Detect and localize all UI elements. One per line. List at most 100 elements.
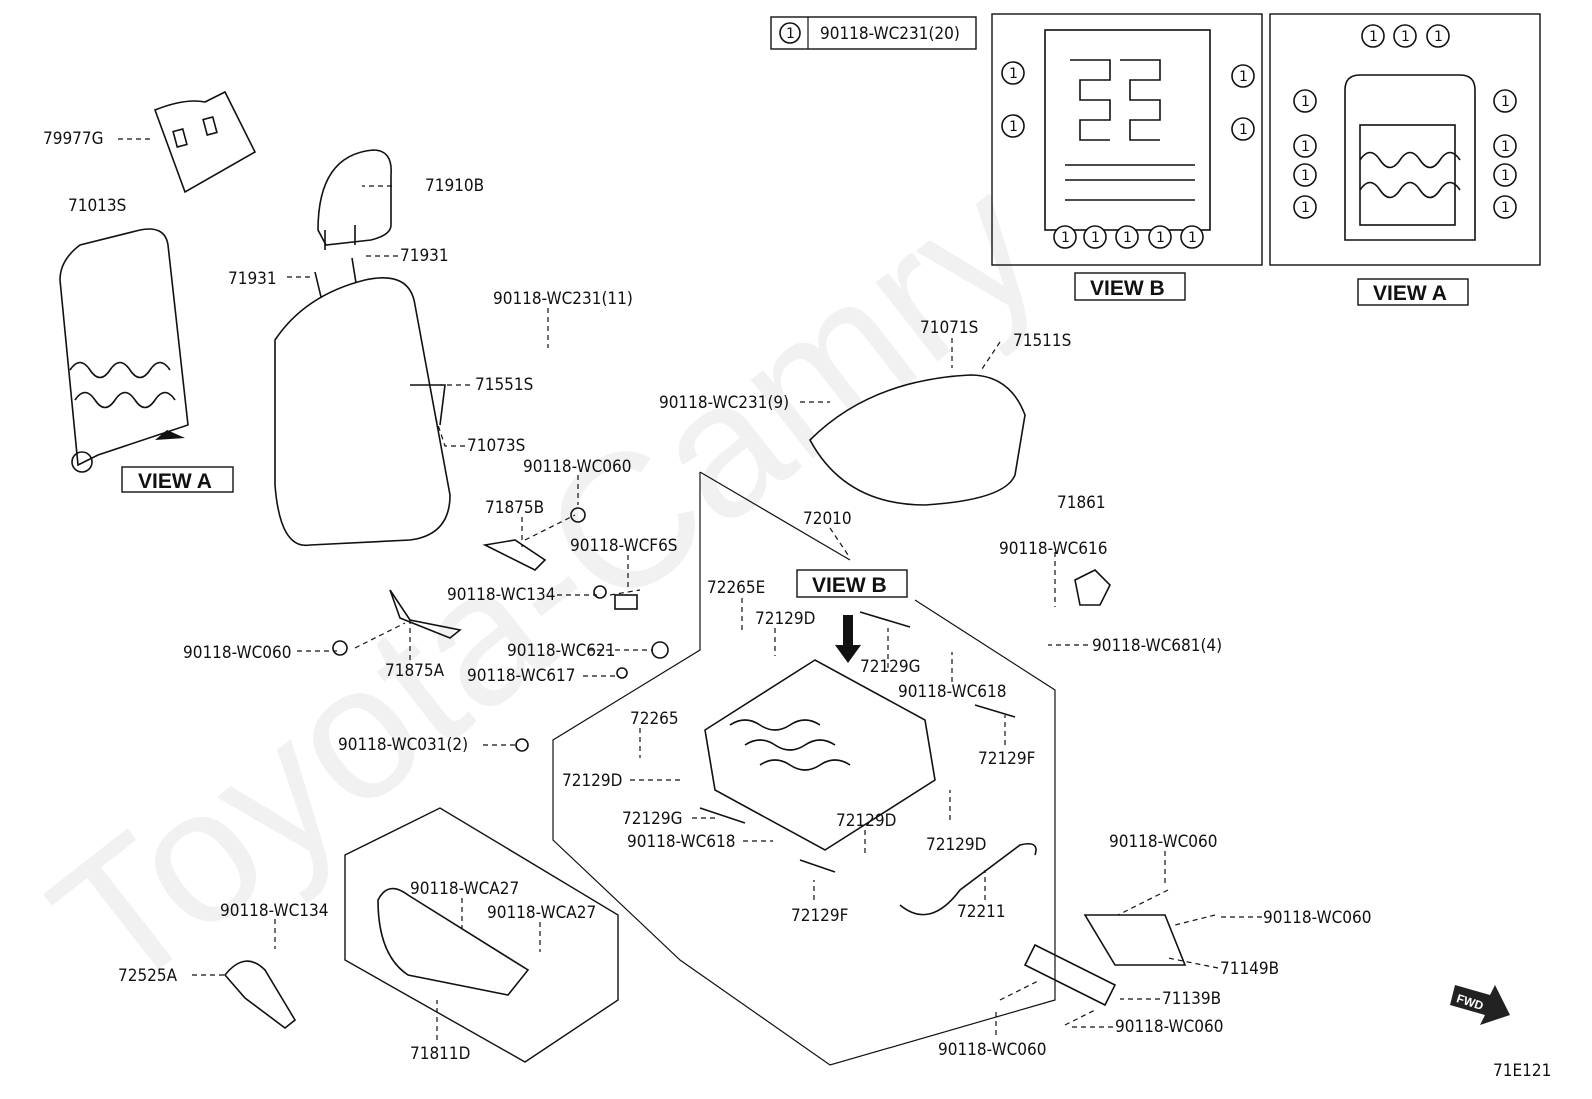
marker-circle-icon	[1493, 163, 1517, 187]
label-71875A[interactable]: 71875A	[385, 661, 445, 681]
seatback-pad-79977G	[153, 90, 257, 194]
label-90118-WC231-11[interactable]: 90118-WC231(11)	[493, 289, 633, 309]
rod-72211	[899, 842, 1037, 916]
marker-label: 1	[1301, 94, 1310, 110]
marker-circle-icon	[1053, 225, 1077, 249]
lever-71875A	[389, 589, 462, 639]
label-71875B[interactable]: 71875B	[485, 498, 544, 518]
label-71073S[interactable]: 71073S	[467, 436, 525, 456]
marker-label: 1	[1239, 122, 1248, 138]
label-90118-WC681-4[interactable]: 90118-WC681(4)	[1092, 636, 1222, 656]
seat-cushion-cover-71071S	[809, 374, 1026, 506]
label-72129D[interactable]: 72129D	[562, 771, 622, 791]
marker-label: 1	[1434, 29, 1443, 45]
fwd-arrow: FWD	[1450, 985, 1510, 1025]
label-72129D[interactable]: 72129D	[836, 811, 896, 831]
label-90118-WC060[interactable]: 90118-WC060	[1263, 908, 1371, 928]
marker-circle-icon	[1393, 24, 1417, 48]
legend: 1 90118-WC231(20)	[770, 16, 977, 50]
label-72525A[interactable]: 72525A	[118, 966, 178, 986]
label-90118-WCA27[interactable]: 90118-WCA27	[487, 903, 596, 923]
seatback-frame-71013S	[59, 228, 189, 467]
part-drawings: VIEW A VIEW B FWD	[59, 90, 1510, 1066]
label-72265E[interactable]: 72265E	[707, 578, 765, 598]
label-90118-WCF6S[interactable]: 90118-WCF6S	[570, 536, 678, 556]
marker-label: 1	[1239, 69, 1248, 85]
label-71811D[interactable]: 71811D	[410, 1044, 470, 1064]
label-71139B[interactable]: 71139B	[1162, 989, 1221, 1009]
marker-label: 1	[1188, 230, 1197, 246]
label-79977G[interactable]: 79977G	[43, 129, 104, 149]
marker-label: 1	[1123, 230, 1132, 246]
label-72010[interactable]: 72010	[803, 509, 852, 529]
marker-circle-icon	[1426, 24, 1450, 48]
label-71551S[interactable]: 71551S	[475, 375, 533, 395]
label-71931[interactable]: 71931	[400, 246, 449, 266]
label-90118-WC134[interactable]: 90118-WC134	[447, 585, 555, 605]
label-71013S[interactable]: 71013S	[68, 196, 126, 216]
assembly-71811D-outline	[344, 807, 619, 1063]
label-90118-WC616[interactable]: 90118-WC616	[999, 539, 1107, 559]
bracket-71861	[1074, 569, 1111, 606]
label-90118-WC060[interactable]: 90118-WC060	[183, 643, 291, 663]
diagram-code: 71E121	[1493, 1061, 1551, 1081]
sheet-71875B	[482, 539, 547, 571]
legend-marker: 1	[786, 26, 795, 42]
marker-label: 1	[1401, 29, 1410, 45]
view-a-arrow	[155, 430, 185, 440]
seat-frame-72010	[704, 659, 936, 851]
label-72211[interactable]: 72211	[957, 902, 1006, 922]
label-71931[interactable]: 71931	[228, 269, 277, 289]
seatback-cover-71551S	[274, 276, 451, 547]
label-90118-WC617[interactable]: 90118-WC617	[467, 666, 575, 686]
marker-circle-icon	[1493, 195, 1517, 219]
marker-label: 1	[1369, 29, 1378, 45]
label-90118-WC060[interactable]: 90118-WC060	[523, 457, 631, 477]
view-b-caption: VIEW B	[1090, 277, 1165, 300]
view-a-caption: VIEW A	[1373, 282, 1447, 305]
legend-part-number: 90118-WC231(20)	[820, 24, 960, 44]
label-72129F[interactable]: 72129F	[791, 906, 848, 926]
label-90118-WC134[interactable]: 90118-WC134	[220, 901, 328, 921]
marker-label: 1	[1501, 94, 1510, 110]
label-90118-WC618[interactable]: 90118-WC618	[627, 832, 735, 852]
view-a-label: VIEW A	[138, 470, 212, 493]
marker-circle-icon	[1148, 225, 1172, 249]
view-b-label: VIEW B	[812, 574, 887, 597]
label-72129D[interactable]: 72129D	[755, 609, 815, 629]
marker-label: 1	[1091, 230, 1100, 246]
label-90118-WC060[interactable]: 90118-WC060	[1115, 1017, 1223, 1037]
headrest-71910B	[317, 149, 392, 246]
marker-circle-icon	[1231, 64, 1255, 88]
marker-circle-icon	[1293, 163, 1317, 187]
label-72129F[interactable]: 72129F	[978, 749, 1035, 769]
label-71071S[interactable]: 71071S	[920, 318, 978, 338]
marker-circle-icon	[1083, 225, 1107, 249]
marker-circle-icon	[1493, 134, 1517, 158]
marker-label: 1	[1301, 139, 1310, 155]
label-72129G[interactable]: 72129G	[860, 657, 921, 677]
label-90118-WC060[interactable]: 90118-WC060	[1109, 832, 1217, 852]
label-90118-WCA27[interactable]: 90118-WCA27	[410, 879, 519, 899]
label-71910B[interactable]: 71910B	[425, 176, 484, 196]
label-72129G[interactable]: 72129G	[622, 809, 683, 829]
marker-label: 1	[1009, 119, 1018, 135]
label-90118-WC031-2[interactable]: 90118-WC031(2)	[338, 735, 468, 755]
marker-label: 1	[1061, 230, 1070, 246]
cover-71149B	[1083, 914, 1187, 966]
label-71861[interactable]: 71861	[1057, 493, 1106, 513]
label-71511S[interactable]: 71511S	[1013, 331, 1071, 351]
label-71149B[interactable]: 71149B	[1220, 959, 1279, 979]
label-90118-WC621[interactable]: 90118-WC621	[507, 641, 615, 661]
label-90118-WC231-9[interactable]: 90118-WC231(9)	[659, 393, 789, 413]
marker-circle-icon	[1493, 89, 1517, 113]
label-72265[interactable]: 72265	[630, 709, 679, 729]
label-90118-WC618[interactable]: 90118-WC618	[898, 682, 1006, 702]
marker-label: 1	[1156, 230, 1165, 246]
label-90118-WC060[interactable]: 90118-WC060	[938, 1040, 1046, 1060]
assembly-72010-outline	[552, 471, 1056, 1066]
label-72129D[interactable]: 72129D	[926, 835, 986, 855]
